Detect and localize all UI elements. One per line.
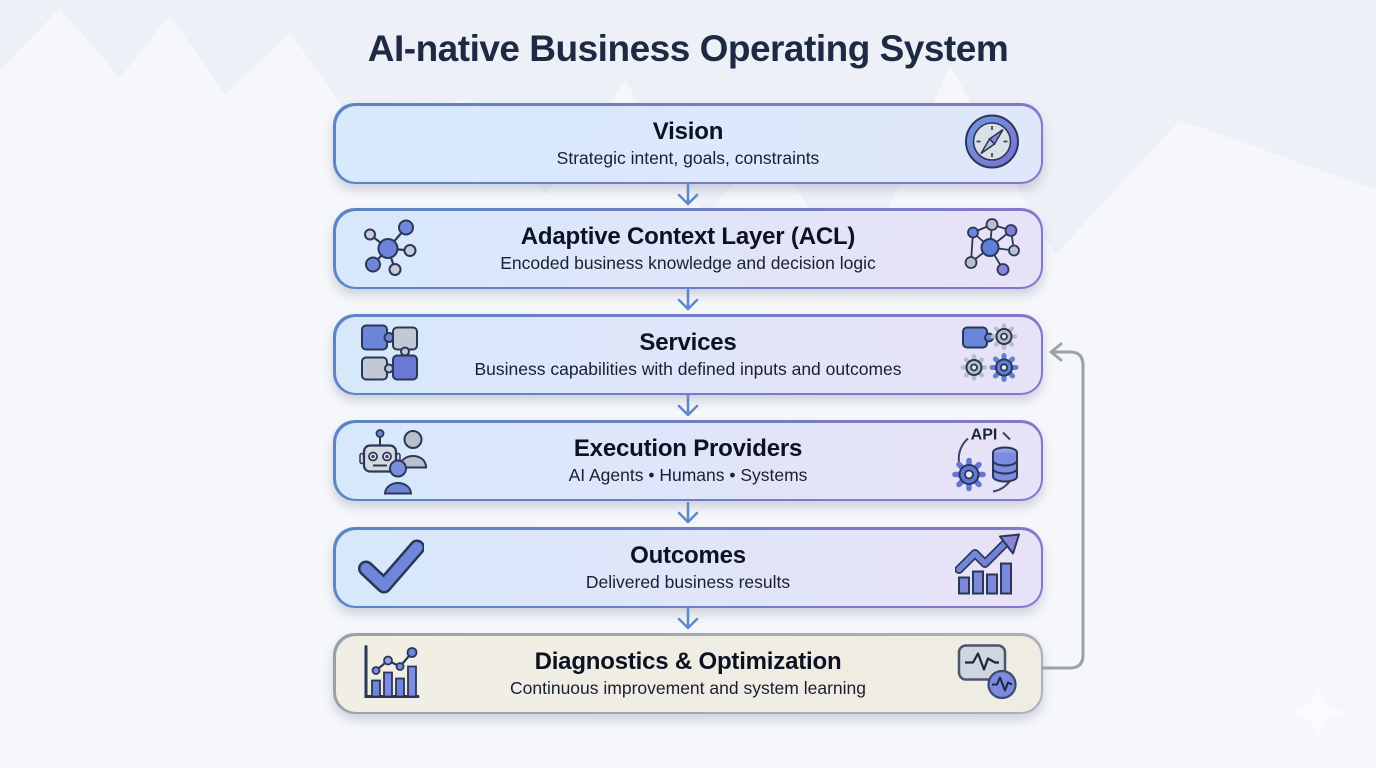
flow-box-diagnostics: Diagnostics & Optimization Continuous im… bbox=[333, 633, 1043, 714]
box-title: Services bbox=[639, 329, 737, 356]
down-arrow-icon bbox=[677, 289, 699, 311]
api-database-gear-icon: API bbox=[947, 422, 1021, 499]
growth-chart-icon bbox=[954, 533, 1021, 602]
robot-humans-icon bbox=[358, 421, 432, 500]
box-title: Vision bbox=[652, 118, 724, 145]
down-arrow-icon bbox=[677, 608, 699, 630]
molecule-network-icon bbox=[358, 212, 422, 285]
flow-box-execution-providers: Execution Providers AI Agents • Humans •… bbox=[333, 420, 1043, 501]
api-label: API bbox=[970, 426, 997, 443]
page-title: AI-native Business Operating System bbox=[367, 28, 1009, 69]
box-subtitle: AI Agents • Humans • Systems bbox=[568, 465, 808, 485]
flow-box-acl: Adaptive Context Layer (ACL) Encoded bus… bbox=[333, 208, 1043, 289]
flow-box-vision: Vision Strategic intent, goals, constrai… bbox=[333, 103, 1043, 184]
down-arrow-icon bbox=[677, 395, 699, 417]
down-arrow-icon bbox=[677, 502, 699, 524]
box-title: Adaptive Context Layer (ACL) bbox=[520, 223, 856, 250]
box-title: Diagnostics & Optimization bbox=[534, 648, 842, 675]
box-title: Outcomes bbox=[630, 542, 746, 569]
box-subtitle: Continuous improvement and system learni… bbox=[509, 678, 866, 698]
analytics-bars-icon bbox=[358, 640, 422, 707]
module-gears-icon bbox=[959, 321, 1021, 388]
pulse-monitor-icon bbox=[955, 641, 1021, 706]
sparkle-icon bbox=[1292, 684, 1344, 740]
box-title: Execution Providers bbox=[573, 435, 803, 462]
box-subtitle: Delivered business results bbox=[585, 572, 791, 592]
box-subtitle: Encoded business knowledge and decision … bbox=[500, 253, 876, 273]
checkmark-icon bbox=[357, 537, 425, 598]
flow-box-outcomes: Outcomes Delivered business results bbox=[333, 527, 1043, 608]
box-subtitle: Business capabilities with defined input… bbox=[474, 359, 902, 379]
compass-icon bbox=[963, 112, 1021, 175]
puzzle-pieces-icon bbox=[358, 321, 422, 388]
flow-box-services: Services Business capabilities with defi… bbox=[333, 314, 1043, 395]
box-subtitle: Strategic intent, goals, constraints bbox=[556, 148, 820, 168]
graph-network-icon bbox=[959, 214, 1021, 283]
down-arrow-icon bbox=[677, 184, 699, 206]
